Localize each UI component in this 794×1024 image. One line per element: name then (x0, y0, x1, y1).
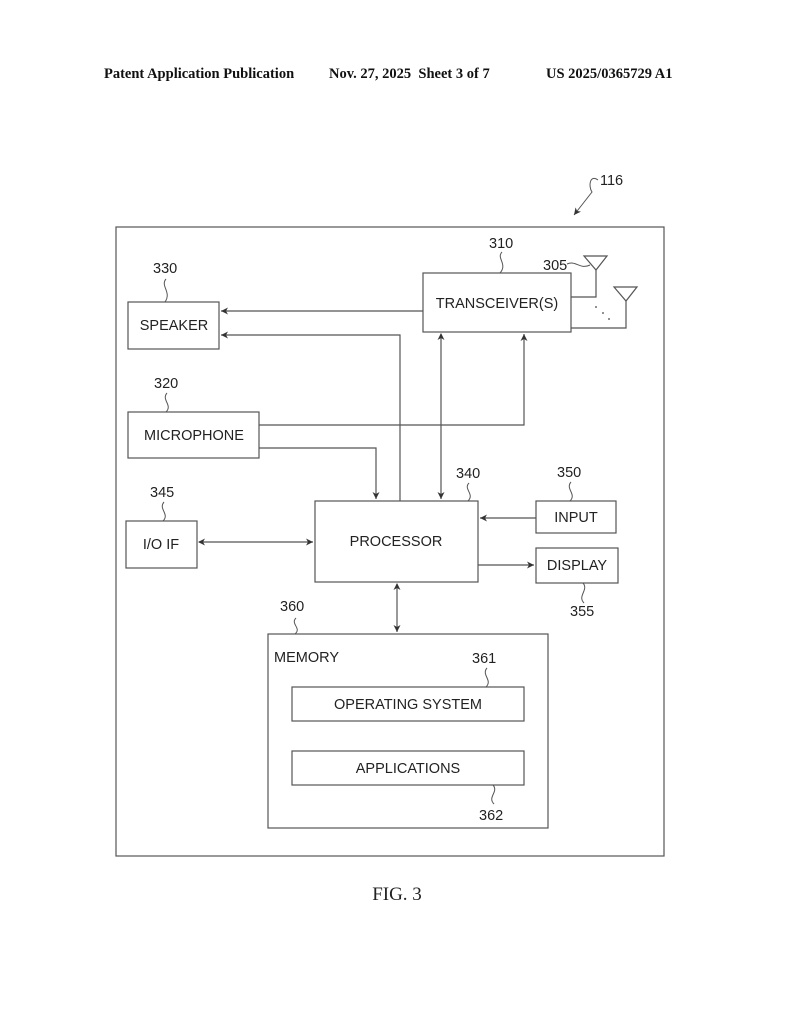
io-interface-block: I/O IF 345 (125, 485, 198, 569)
speaker-block: SPEAKER 330 (127, 261, 220, 350)
ref-305: 305 (543, 258, 567, 274)
wire-microphone-transceiver (259, 334, 528, 426)
page-header: Patent Application Publication Nov. 27, … (0, 66, 794, 90)
transceiver-label: TRANSCEIVER(S) (436, 296, 558, 312)
processor-label: PROCESSOR (350, 534, 443, 550)
memory-label: MEMORY (274, 650, 339, 666)
antenna-icon (612, 286, 639, 302)
processor-block: PROCESSOR 340 (314, 466, 480, 583)
io-if-label: I/O IF (143, 537, 179, 553)
publication-type: Patent Application Publication (104, 66, 295, 82)
microphone-label: MICROPHONE (144, 428, 244, 444)
antenna-array: 305 (543, 255, 639, 329)
input-label: INPUT (554, 510, 598, 526)
transceiver-block: TRANSCEIVER(S) 310 (422, 236, 572, 333)
applications-block (291, 750, 525, 786)
antenna-icon (582, 255, 609, 271)
ref-350: 350 (557, 465, 581, 481)
ref-340: 340 (456, 466, 480, 482)
ref-361: 361 (472, 651, 496, 667)
date-and-sheet: Nov. 27, 2025 Sheet 3 of 7 (329, 66, 490, 82)
wire-processor-speaker (221, 331, 401, 501)
display-block: DISPLAY 355 (535, 547, 619, 620)
ref-116-arrow (573, 178, 599, 216)
connections (198, 307, 536, 632)
display-label: DISPLAY (547, 558, 608, 574)
memory-block: MEMORY 360 OPERATING SYSTEM 361 APPLICAT… (267, 599, 549, 829)
wire-microphone-processor (259, 447, 380, 499)
speaker-label: SPEAKER (140, 318, 209, 334)
ref-310: 310 (489, 236, 513, 252)
ref-345: 345 (150, 485, 174, 501)
device-reference: 116 (573, 173, 623, 216)
figure-caption: FIG. 3 (372, 884, 422, 905)
operating-system-label: OPERATING SYSTEM (334, 697, 482, 713)
microphone-block: MICROPHONE 320 (127, 376, 260, 459)
applications-label: APPLICATIONS (356, 761, 460, 777)
ref-116: 116 (600, 173, 623, 189)
operating-system-block (291, 686, 525, 722)
ref-355: 355 (570, 604, 594, 620)
ref-360: 360 (280, 599, 304, 615)
ref-320: 320 (154, 376, 178, 392)
ref-330: 330 (153, 261, 177, 277)
input-block: INPUT 350 (535, 465, 617, 534)
publication-number: US 2025/0365729 A1 (546, 66, 673, 82)
ref-362: 362 (479, 808, 503, 824)
